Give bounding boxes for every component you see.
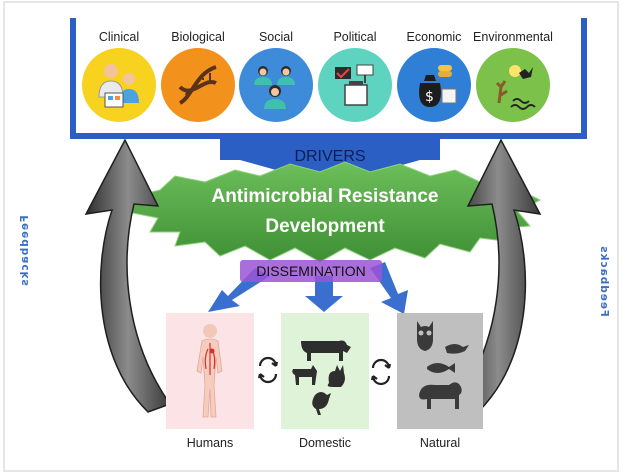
driver-circle-environmental bbox=[476, 48, 550, 122]
dissemination-label: DISSEMINATION bbox=[256, 263, 366, 279]
page-frame bbox=[3, 1, 619, 472]
driver-circle-social bbox=[239, 48, 313, 122]
feedback-arrow-right bbox=[454, 138, 542, 413]
sector-domestic-box bbox=[281, 313, 369, 429]
driver-circle-economic: $ bbox=[397, 48, 471, 122]
driver-label-social: Social bbox=[258, 30, 294, 44]
driver-label-economic: Economic bbox=[406, 30, 462, 44]
money-bag-icon: $ bbox=[419, 65, 457, 107]
feedback-label-right: Feedbacks bbox=[597, 245, 610, 317]
driver-label-biological: Biological bbox=[171, 30, 225, 44]
feedback-arrow-left bbox=[84, 138, 172, 413]
ballot-box-icon bbox=[335, 64, 374, 106]
sector-label-domestic: Domestic bbox=[298, 436, 352, 450]
svg-text:$: $ bbox=[425, 89, 434, 105]
driver-label-clinical: Clinical bbox=[98, 30, 140, 44]
core-title-line2: Development bbox=[265, 216, 385, 237]
amr-burst bbox=[117, 161, 542, 263]
driver-circle-political bbox=[318, 48, 392, 122]
sector-humans-box bbox=[166, 313, 254, 429]
people-icon bbox=[254, 66, 295, 109]
dna-icon bbox=[178, 65, 217, 105]
sector-label-natural: Natural bbox=[419, 436, 461, 450]
feedback-label-left: Feedbacks bbox=[18, 215, 31, 287]
driver-circle-clinical bbox=[82, 48, 156, 122]
sector-label-humans: Humans bbox=[186, 436, 234, 450]
domestic-animals-icon bbox=[292, 340, 351, 415]
drivers-arrow bbox=[220, 139, 440, 185]
driver-label-environmental: Environmental bbox=[473, 30, 553, 44]
human-body-icon bbox=[196, 324, 223, 418]
drivers-banner: DRIVERS bbox=[294, 148, 366, 165]
driver-circle-biological bbox=[161, 48, 235, 122]
driver-label-political: Political bbox=[333, 30, 377, 44]
core-title-line1: Antimicrobial Resistance bbox=[211, 186, 439, 207]
clinical-staff-icon bbox=[98, 64, 139, 108]
sector-natural-box bbox=[397, 313, 483, 429]
landscape-icon bbox=[495, 65, 536, 110]
wild-animals-icon bbox=[417, 321, 469, 409]
drivers-frame bbox=[70, 18, 587, 139]
exchange-arrows bbox=[257, 356, 392, 386]
dissemination-bg bbox=[240, 260, 382, 282]
